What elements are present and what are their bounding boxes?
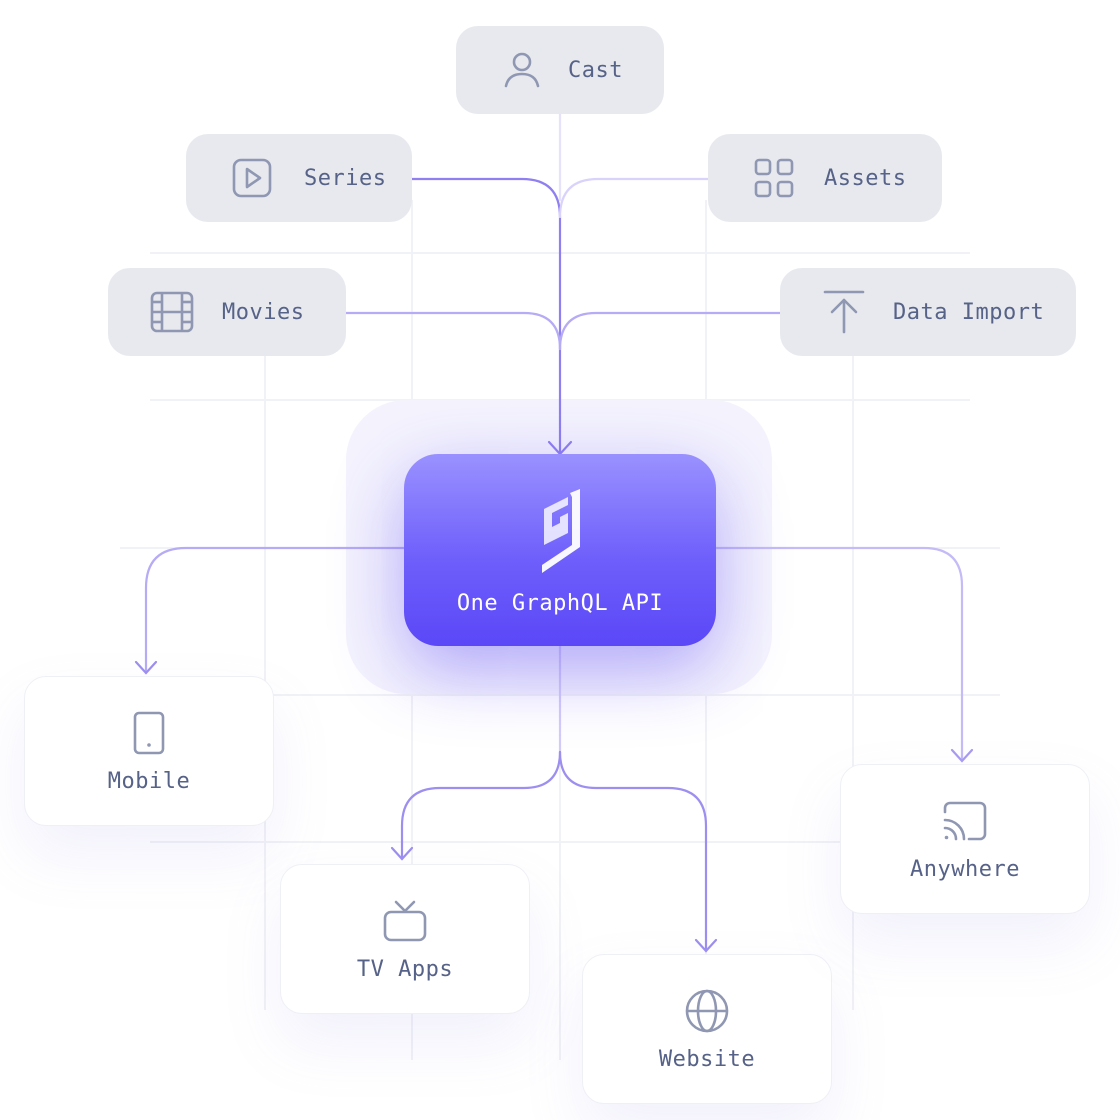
globe-icon bbox=[683, 987, 731, 1035]
connector-anywhere bbox=[714, 546, 964, 762]
mobile-label: Mobile bbox=[107, 768, 191, 794]
assets-label: Assets bbox=[824, 165, 907, 191]
connector-website bbox=[558, 750, 708, 952]
cast-icon bbox=[941, 797, 989, 845]
connector-data-import bbox=[558, 311, 782, 351]
anywhere-label: Anywhere bbox=[910, 856, 1020, 882]
hygraph-logo-icon bbox=[542, 488, 580, 573]
cast-label: Cast bbox=[568, 57, 623, 83]
website-node: Website bbox=[582, 954, 832, 1104]
mobile-node: Mobile bbox=[24, 676, 274, 826]
user-icon bbox=[498, 46, 546, 94]
cast-node: Cast bbox=[456, 26, 664, 114]
smartphone-icon bbox=[125, 709, 173, 757]
play-square-icon bbox=[228, 154, 276, 202]
grid-icon bbox=[750, 154, 798, 202]
connector-tv-apps bbox=[400, 750, 562, 860]
series-node: Series bbox=[186, 134, 412, 222]
website-label: Website bbox=[658, 1046, 756, 1072]
anywhere-node: Anywhere bbox=[840, 764, 1090, 914]
arrow-head-website bbox=[694, 938, 718, 953]
series-label: Series bbox=[304, 165, 387, 191]
tv-apps-node: TV Apps bbox=[280, 864, 530, 1014]
arrow-head-tv-apps bbox=[390, 846, 414, 861]
tv-icon bbox=[381, 897, 429, 945]
tv-apps-label: TV Apps bbox=[356, 956, 454, 982]
arrow-head-mobile bbox=[134, 660, 158, 675]
arrow-head-anywhere bbox=[950, 748, 974, 763]
movies-label: Movies bbox=[222, 299, 305, 325]
assets-node: Assets bbox=[708, 134, 942, 222]
graphql-api-hub: One GraphQL API bbox=[404, 454, 716, 646]
connector-mobile bbox=[144, 546, 406, 674]
data-import-label: Data Import bbox=[893, 299, 1045, 325]
connector-movies bbox=[344, 311, 562, 351]
upload-icon bbox=[820, 288, 868, 336]
movies-node: Movies bbox=[108, 268, 346, 356]
film-icon bbox=[148, 288, 196, 336]
connector-assets bbox=[558, 177, 710, 219]
data-import-node: Data Import bbox=[780, 268, 1076, 356]
hub-label: One GraphQL API bbox=[456, 590, 664, 616]
